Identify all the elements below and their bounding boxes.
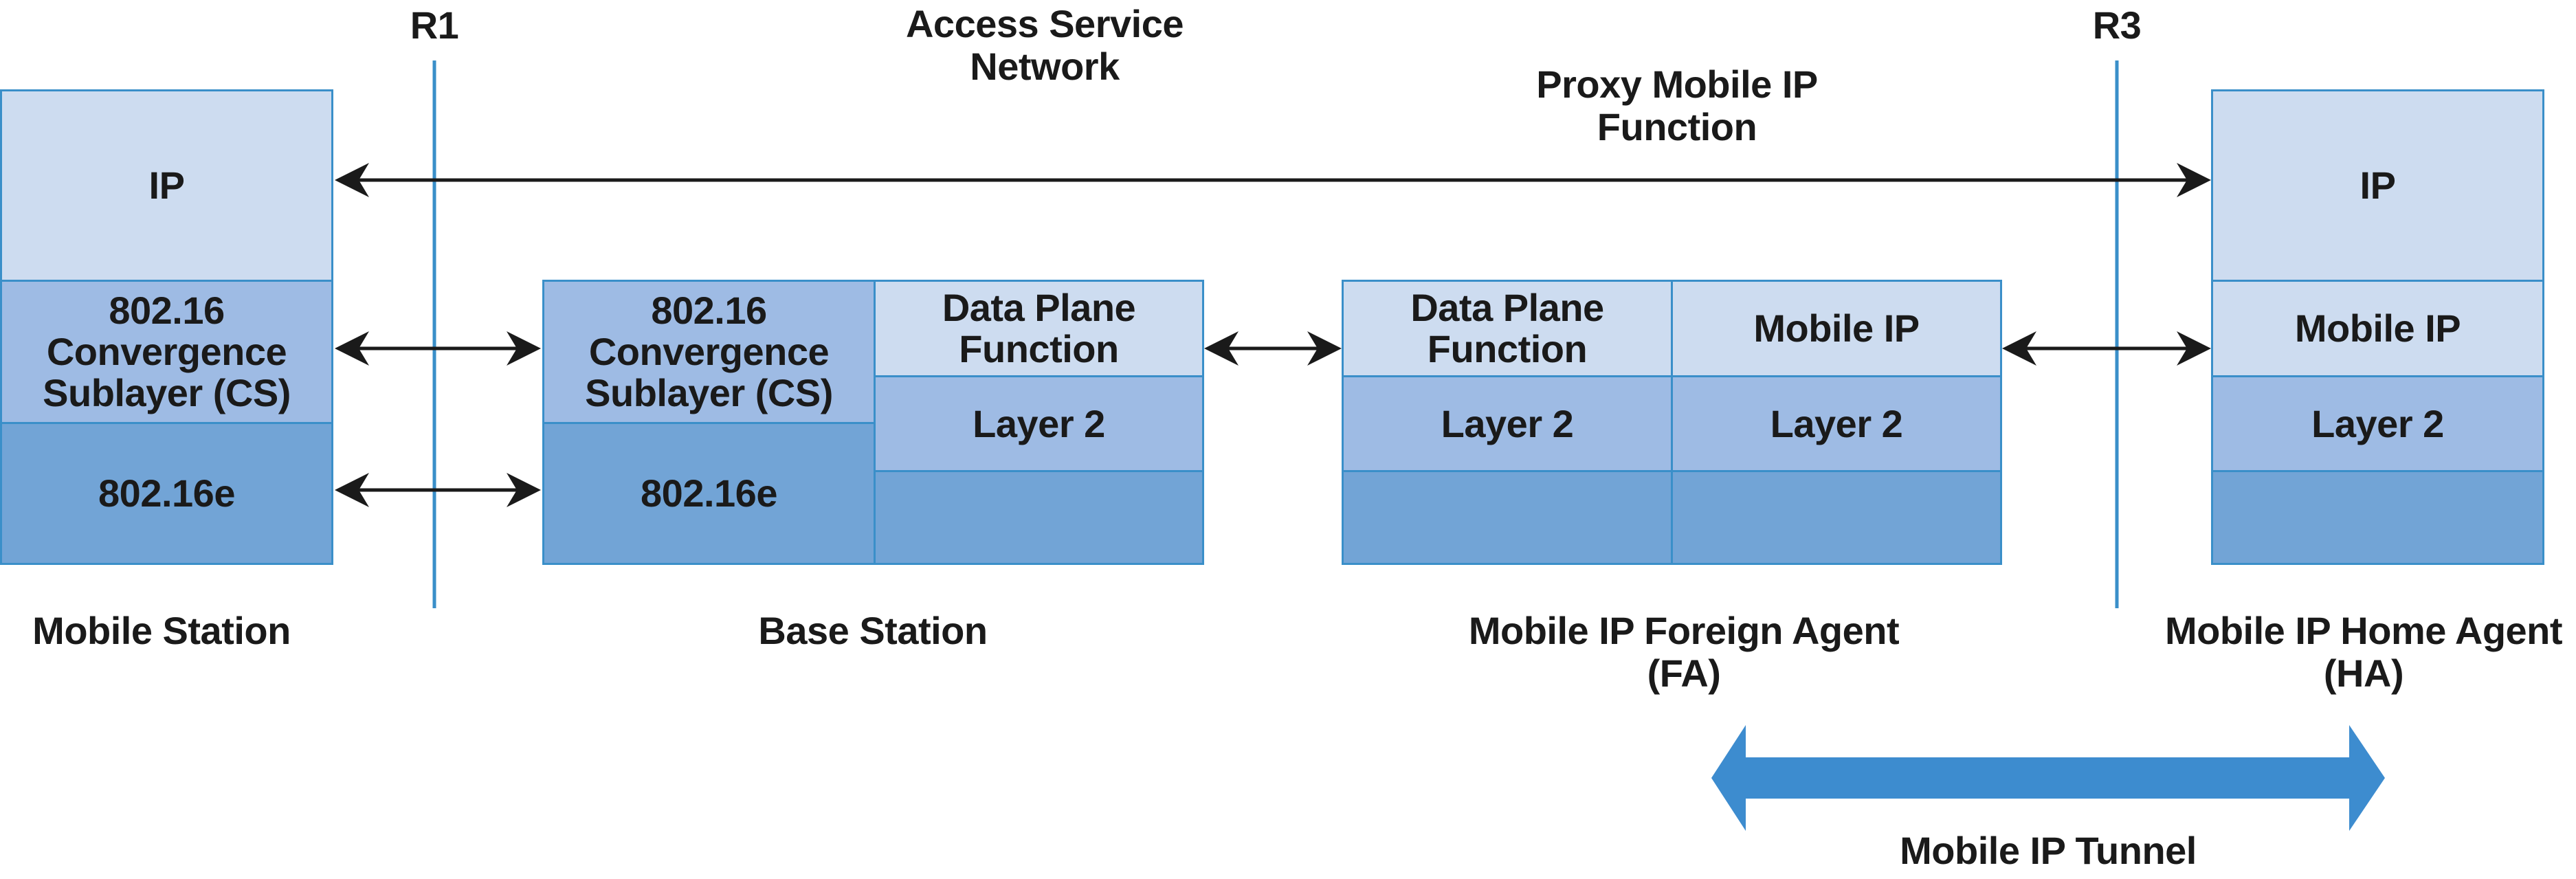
fa-lower-layer-right: [1671, 470, 2002, 565]
ha-lower-layer: [2211, 470, 2544, 565]
mobile-ip-tunnel-arrow: [1711, 725, 2385, 831]
ha-layer2: Layer 2: [2211, 375, 2544, 472]
r3-label: R3: [2092, 3, 2142, 47]
bs-layer2: Layer 2: [874, 375, 1204, 472]
fa-lower-layer-left: [1342, 470, 1673, 565]
fa-layer2-left: Layer 2: [1342, 375, 1673, 472]
fa-data-plane-layer: Data Plane Function: [1342, 280, 1673, 377]
ha-mobile-ip-layer: Mobile IP: [2211, 280, 2544, 377]
bs-lower-layer: [874, 470, 1204, 565]
mobile-station-label: Mobile Station: [32, 609, 291, 652]
foreign-agent-label: Mobile IP Foreign Agent (FA): [1468, 609, 1900, 695]
ms-ip-layer: IP: [0, 89, 333, 282]
base-station-label: Base Station: [758, 609, 988, 652]
ms-cs-layer: 802.16 Convergence Sublayer (CS): [0, 280, 333, 424]
ha-ip-layer: IP: [2211, 89, 2544, 282]
ms-phy-layer: 802.16e: [0, 422, 333, 565]
mobile-ip-tunnel-label: Mobile IP Tunnel: [1900, 829, 2197, 872]
bs-phy-layer: 802.16e: [542, 422, 876, 565]
fa-mobile-ip-layer: Mobile IP: [1671, 280, 2002, 377]
home-agent-label: Mobile IP Home Agent (HA): [2164, 609, 2563, 695]
bs-data-plane-layer: Data Plane Function: [874, 280, 1204, 377]
r1-label: R1: [410, 3, 459, 47]
proxy-mobile-ip-function-heading: Proxy Mobile IP Function: [1536, 63, 1818, 148]
fa-layer2-right: Layer 2: [1671, 375, 2002, 472]
bs-cs-layer: 802.16 Convergence Sublayer (CS): [542, 280, 876, 424]
access-service-network-heading: Access Service Network: [905, 2, 1184, 88]
